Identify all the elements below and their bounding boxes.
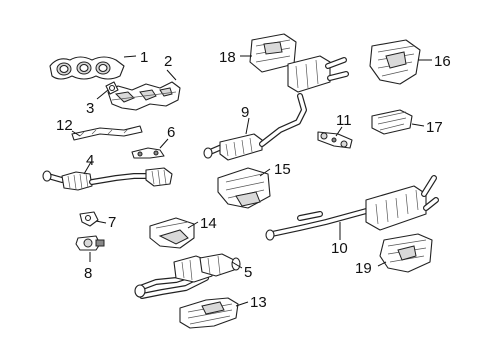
callout-10: 10 xyxy=(331,240,348,257)
upper-rear-muffler-part xyxy=(287,55,349,93)
callout-15: 15 xyxy=(274,161,291,178)
rear-small-heat-shield-part xyxy=(371,109,413,135)
center-muffler-pipe-part xyxy=(203,93,307,161)
manifold-heat-shield-part xyxy=(71,125,143,141)
callout-3: 3 xyxy=(86,100,94,117)
manifold-gasket-part xyxy=(49,56,125,80)
callout-7: 7 xyxy=(108,214,116,231)
callout-8: 8 xyxy=(84,265,92,282)
y-pipe-assembly-part xyxy=(134,253,241,299)
exhaust-manifold-part xyxy=(107,81,181,111)
rear-upper-heat-shield-part xyxy=(369,39,421,85)
clamp-part xyxy=(75,235,105,251)
callout-12: 12 xyxy=(56,117,73,134)
callout-13: 13 xyxy=(250,294,267,311)
lower-heat-shield-part xyxy=(179,297,239,329)
rear-pipe-muffler-part xyxy=(265,175,439,241)
flange-gasket-part xyxy=(105,81,119,95)
callout-5: 5 xyxy=(244,264,252,281)
callout-4: 4 xyxy=(86,152,94,169)
underbody-heat-shield-part xyxy=(149,217,195,249)
hanger-part xyxy=(79,211,99,227)
callout-17: 17 xyxy=(426,119,443,136)
callout-19: 19 xyxy=(355,260,372,277)
callout-1: 1 xyxy=(140,49,148,66)
callout-2: 2 xyxy=(164,53,172,70)
callout-18: 18 xyxy=(219,49,236,66)
muffler-heat-shield-part xyxy=(217,167,271,209)
callout-11: 11 xyxy=(336,112,352,129)
bracket-part xyxy=(131,147,165,159)
callout-6: 6 xyxy=(167,124,175,141)
front-pipe-catalytic-converter-part xyxy=(42,167,173,191)
callout-16: 16 xyxy=(434,53,451,70)
callout-9: 9 xyxy=(241,104,249,121)
rear-lower-heat-shield-part xyxy=(379,233,433,273)
muffler-bracket-part xyxy=(317,131,353,149)
callout-14: 14 xyxy=(200,215,217,232)
